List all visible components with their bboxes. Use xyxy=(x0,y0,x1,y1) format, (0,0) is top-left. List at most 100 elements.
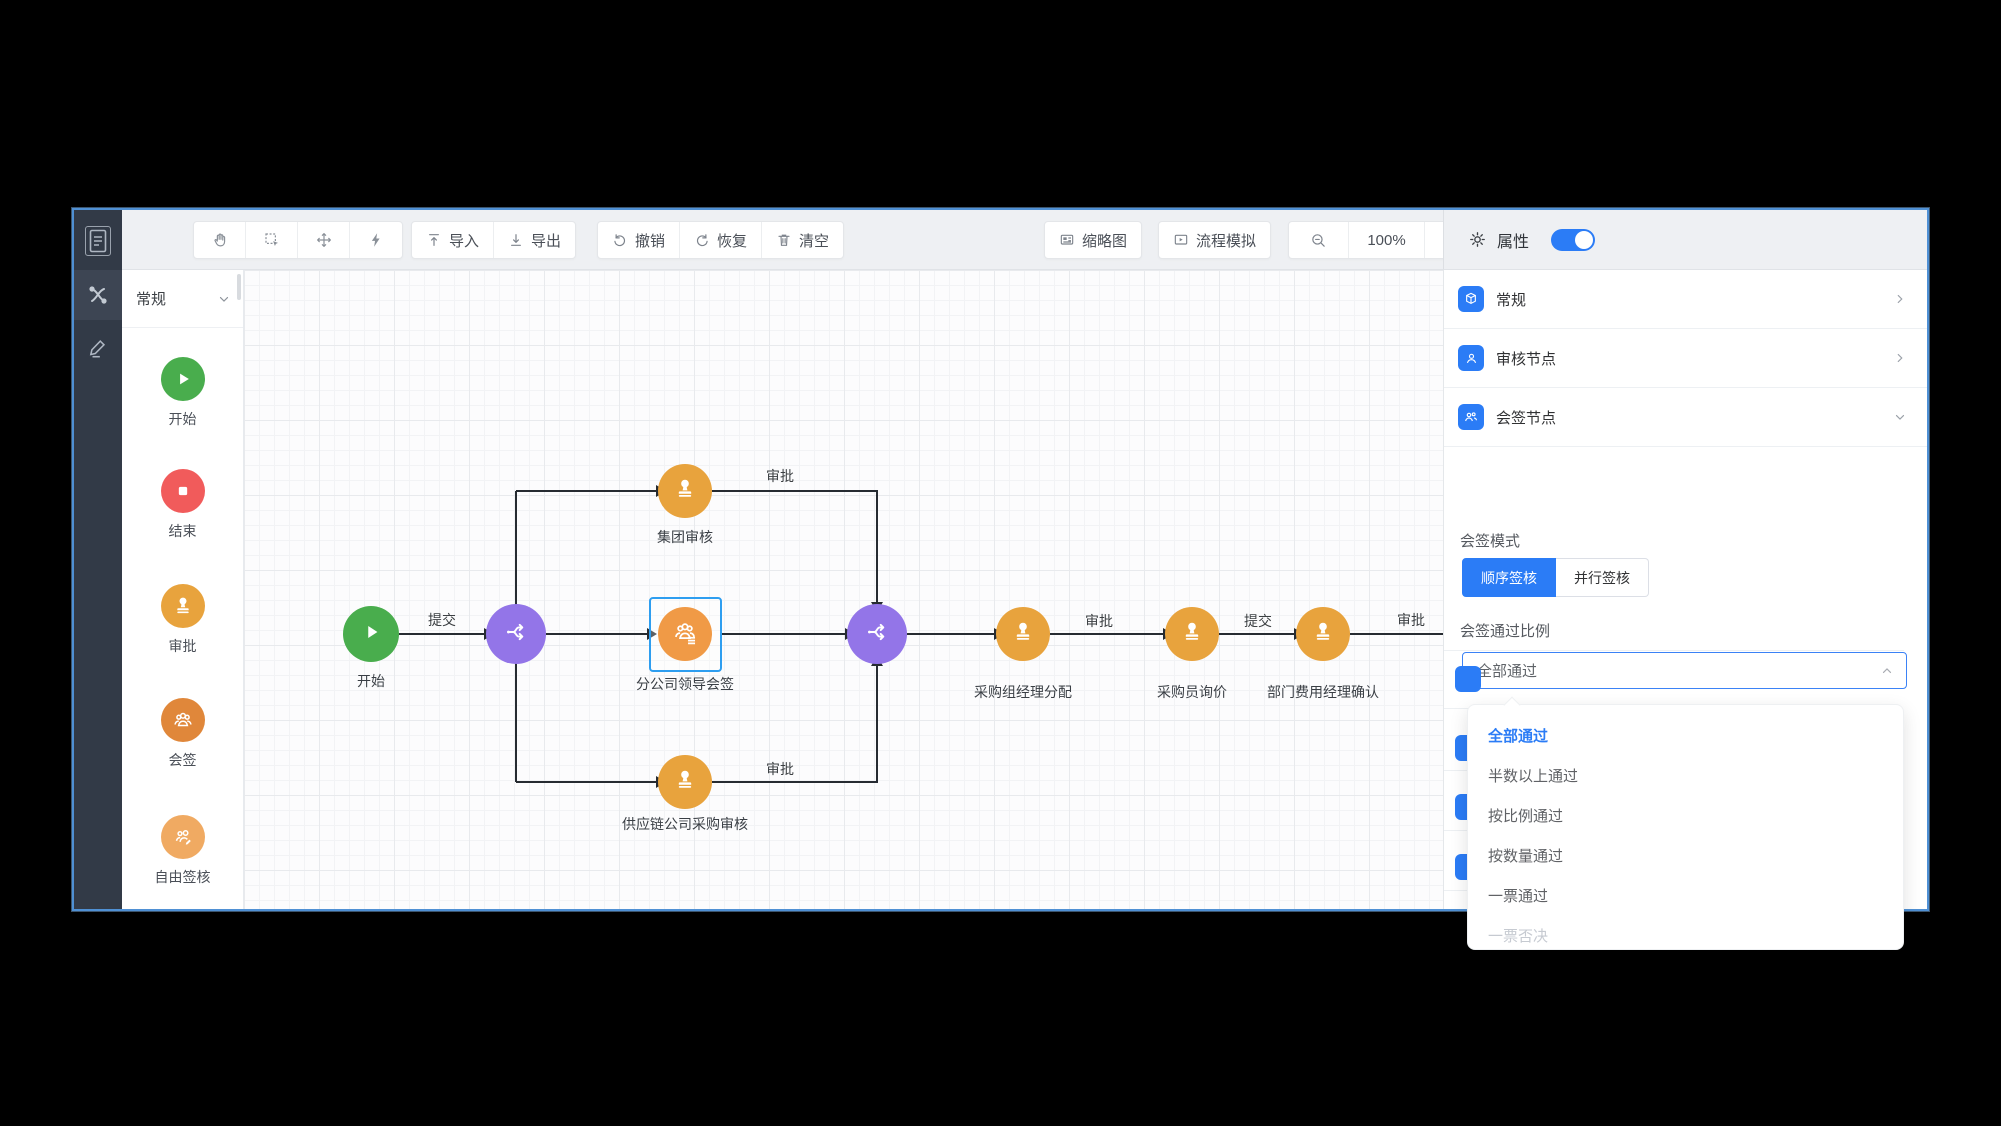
zoom-out-icon xyxy=(1310,232,1327,249)
flow-node-purchase-group-manager[interactable] xyxy=(996,607,1050,661)
stamp-icon xyxy=(1311,620,1335,649)
palette-item-start[interactable]: 开始 xyxy=(122,357,243,429)
undo-icon xyxy=(612,232,628,248)
undo-button[interactable]: 撤销 xyxy=(598,222,681,258)
toolbar: 导入 导出 撤销 恢复 清空 缩略图 xyxy=(122,210,1484,270)
node-palette: 常规 开始 结束 审批 会签 自由签核 xyxy=(122,270,244,909)
palette-item-end[interactable]: 结束 xyxy=(122,469,243,541)
redo-icon xyxy=(694,232,710,248)
option-by-ratio-pass[interactable]: 按比例通过 xyxy=(1488,807,1564,825)
import-button[interactable]: 导入 xyxy=(412,222,495,258)
gear-icon xyxy=(1468,230,1487,249)
people-pen-icon xyxy=(160,815,205,859)
flow-node-gateway-split[interactable] xyxy=(486,604,546,664)
section-review-node[interactable]: 审核节点 xyxy=(1444,329,1927,388)
palette-item-label: 会签 xyxy=(168,752,197,768)
components-icon[interactable] xyxy=(74,270,122,320)
people-list-icon xyxy=(671,618,699,651)
section-general[interactable]: 常规 xyxy=(1444,270,1927,329)
pass-ratio-select[interactable]: 全部通过 xyxy=(1462,652,1907,689)
chevron-down-icon xyxy=(1893,410,1907,424)
clear-label: 清空 xyxy=(799,232,830,250)
option-one-vote-pass[interactable]: 一票通过 xyxy=(1488,887,1549,905)
trash-icon xyxy=(776,232,792,248)
palette-item-label: 结束 xyxy=(168,523,197,539)
zoom-out-button[interactable] xyxy=(1289,222,1349,258)
flow-edges xyxy=(399,485,1447,788)
mode-parallel-button[interactable]: 并行签核 xyxy=(1556,558,1649,597)
document-icon[interactable] xyxy=(74,216,122,266)
export-button[interactable]: 导出 xyxy=(494,222,575,258)
stamp-icon xyxy=(673,768,697,797)
palette-item-approval[interactable]: 审批 xyxy=(122,584,243,656)
minimap-icon xyxy=(1059,232,1075,248)
import-icon xyxy=(426,232,442,248)
simulate-button[interactable]: 流程模拟 xyxy=(1159,222,1270,258)
option-by-count-pass[interactable]: 按数量通过 xyxy=(1488,847,1564,865)
mode-sequential-button[interactable]: 顺序签核 xyxy=(1462,558,1556,597)
lightning-icon[interactable] xyxy=(350,222,402,258)
section-countersign-node[interactable]: 会签节点 xyxy=(1444,388,1927,447)
chevron-right-icon xyxy=(1893,351,1907,365)
stop-icon xyxy=(160,469,205,513)
activity-bar xyxy=(74,210,122,909)
chevron-right-icon xyxy=(1893,292,1907,306)
option-all-pass[interactable]: 全部通过 xyxy=(1488,727,1549,745)
section-label: 常规 xyxy=(1496,291,1527,309)
palette-group-label: 常规 xyxy=(136,291,167,308)
flow-node-group-review[interactable] xyxy=(658,464,712,518)
pass-ratio-dropdown: 全部通过 半数以上通过 按比例通过 按数量通过 一票通过 一票否决 xyxy=(1467,696,1904,950)
node-label: 开始 xyxy=(357,673,385,689)
flow-node-branch-leader-countersign[interactable] xyxy=(658,607,712,661)
edge-label: 审批 xyxy=(766,468,794,484)
properties-toggle[interactable] xyxy=(1551,228,1596,251)
flow-node-dept-expense-manager[interactable] xyxy=(1296,607,1350,661)
clear-button[interactable]: 清空 xyxy=(762,222,843,258)
node-label: 分公司领导会签 xyxy=(636,676,734,692)
move-icon[interactable] xyxy=(298,222,350,258)
edge-label: 审批 xyxy=(1085,613,1113,629)
flow-node-buyer-inquiry[interactable] xyxy=(1165,607,1219,661)
minimap-button[interactable]: 缩略图 xyxy=(1045,222,1141,258)
zoom-level: 100% xyxy=(1349,222,1425,258)
divider xyxy=(1444,830,1468,831)
export-icon xyxy=(508,232,524,248)
people-icon xyxy=(1458,404,1484,430)
edge-label: 审批 xyxy=(1397,612,1425,628)
section-label: 会签节点 xyxy=(1496,409,1557,427)
palette-scrollbar[interactable] xyxy=(237,274,241,300)
play-icon xyxy=(160,357,205,401)
palette-item-countersign[interactable]: 会签 xyxy=(122,698,243,770)
marquee-select-icon[interactable] xyxy=(246,222,298,258)
hand-icon[interactable] xyxy=(194,222,246,258)
palette-item-free-sign[interactable]: 自由签核 xyxy=(122,815,243,887)
edge-label: 提交 xyxy=(428,612,456,628)
option-majority-pass[interactable]: 半数以上通过 xyxy=(1488,767,1579,785)
node-label: 采购组经理分配 xyxy=(974,684,1072,700)
stamp-icon xyxy=(673,477,697,506)
play-icon xyxy=(360,621,382,648)
flow-canvas[interactable]: 开始 集团审核 分公司领导会签 供应链公司采购审核 采购组经理分配 采购员询价 … xyxy=(244,270,1447,909)
stamp-icon xyxy=(160,584,205,628)
simulate-icon xyxy=(1173,232,1189,248)
palette-group-header[interactable]: 常规 xyxy=(122,270,243,328)
divider xyxy=(1444,770,1468,771)
properties-title: 属性 xyxy=(1497,233,1530,251)
redo-button[interactable]: 恢复 xyxy=(680,222,763,258)
share-icon xyxy=(503,619,529,650)
undo-label: 撤销 xyxy=(635,232,666,250)
divider xyxy=(1444,708,1468,709)
section-label: 审核节点 xyxy=(1496,350,1557,368)
node-label: 采购员询价 xyxy=(1157,684,1227,700)
flow-node-supply-chain-review[interactable] xyxy=(658,755,712,809)
node-label: 部门费用经理确认 xyxy=(1267,684,1379,700)
simulate-label: 流程模拟 xyxy=(1196,232,1257,250)
flow-node-gateway-join[interactable] xyxy=(847,604,907,664)
properties-header: 属性 xyxy=(1443,210,1927,270)
flow-node-start[interactable] xyxy=(343,606,399,662)
pencil-icon[interactable] xyxy=(74,323,122,373)
minimap-label: 缩略图 xyxy=(1082,232,1128,250)
countersign-mode-segmented: 顺序签核 并行签核 xyxy=(1462,558,1649,597)
properties-panel: 常规 审核节点 会签节点 会签模式 顺序签核 并行签核 会签通过比例 全部通过 xyxy=(1443,270,1927,950)
edge-label: 审批 xyxy=(766,761,794,777)
